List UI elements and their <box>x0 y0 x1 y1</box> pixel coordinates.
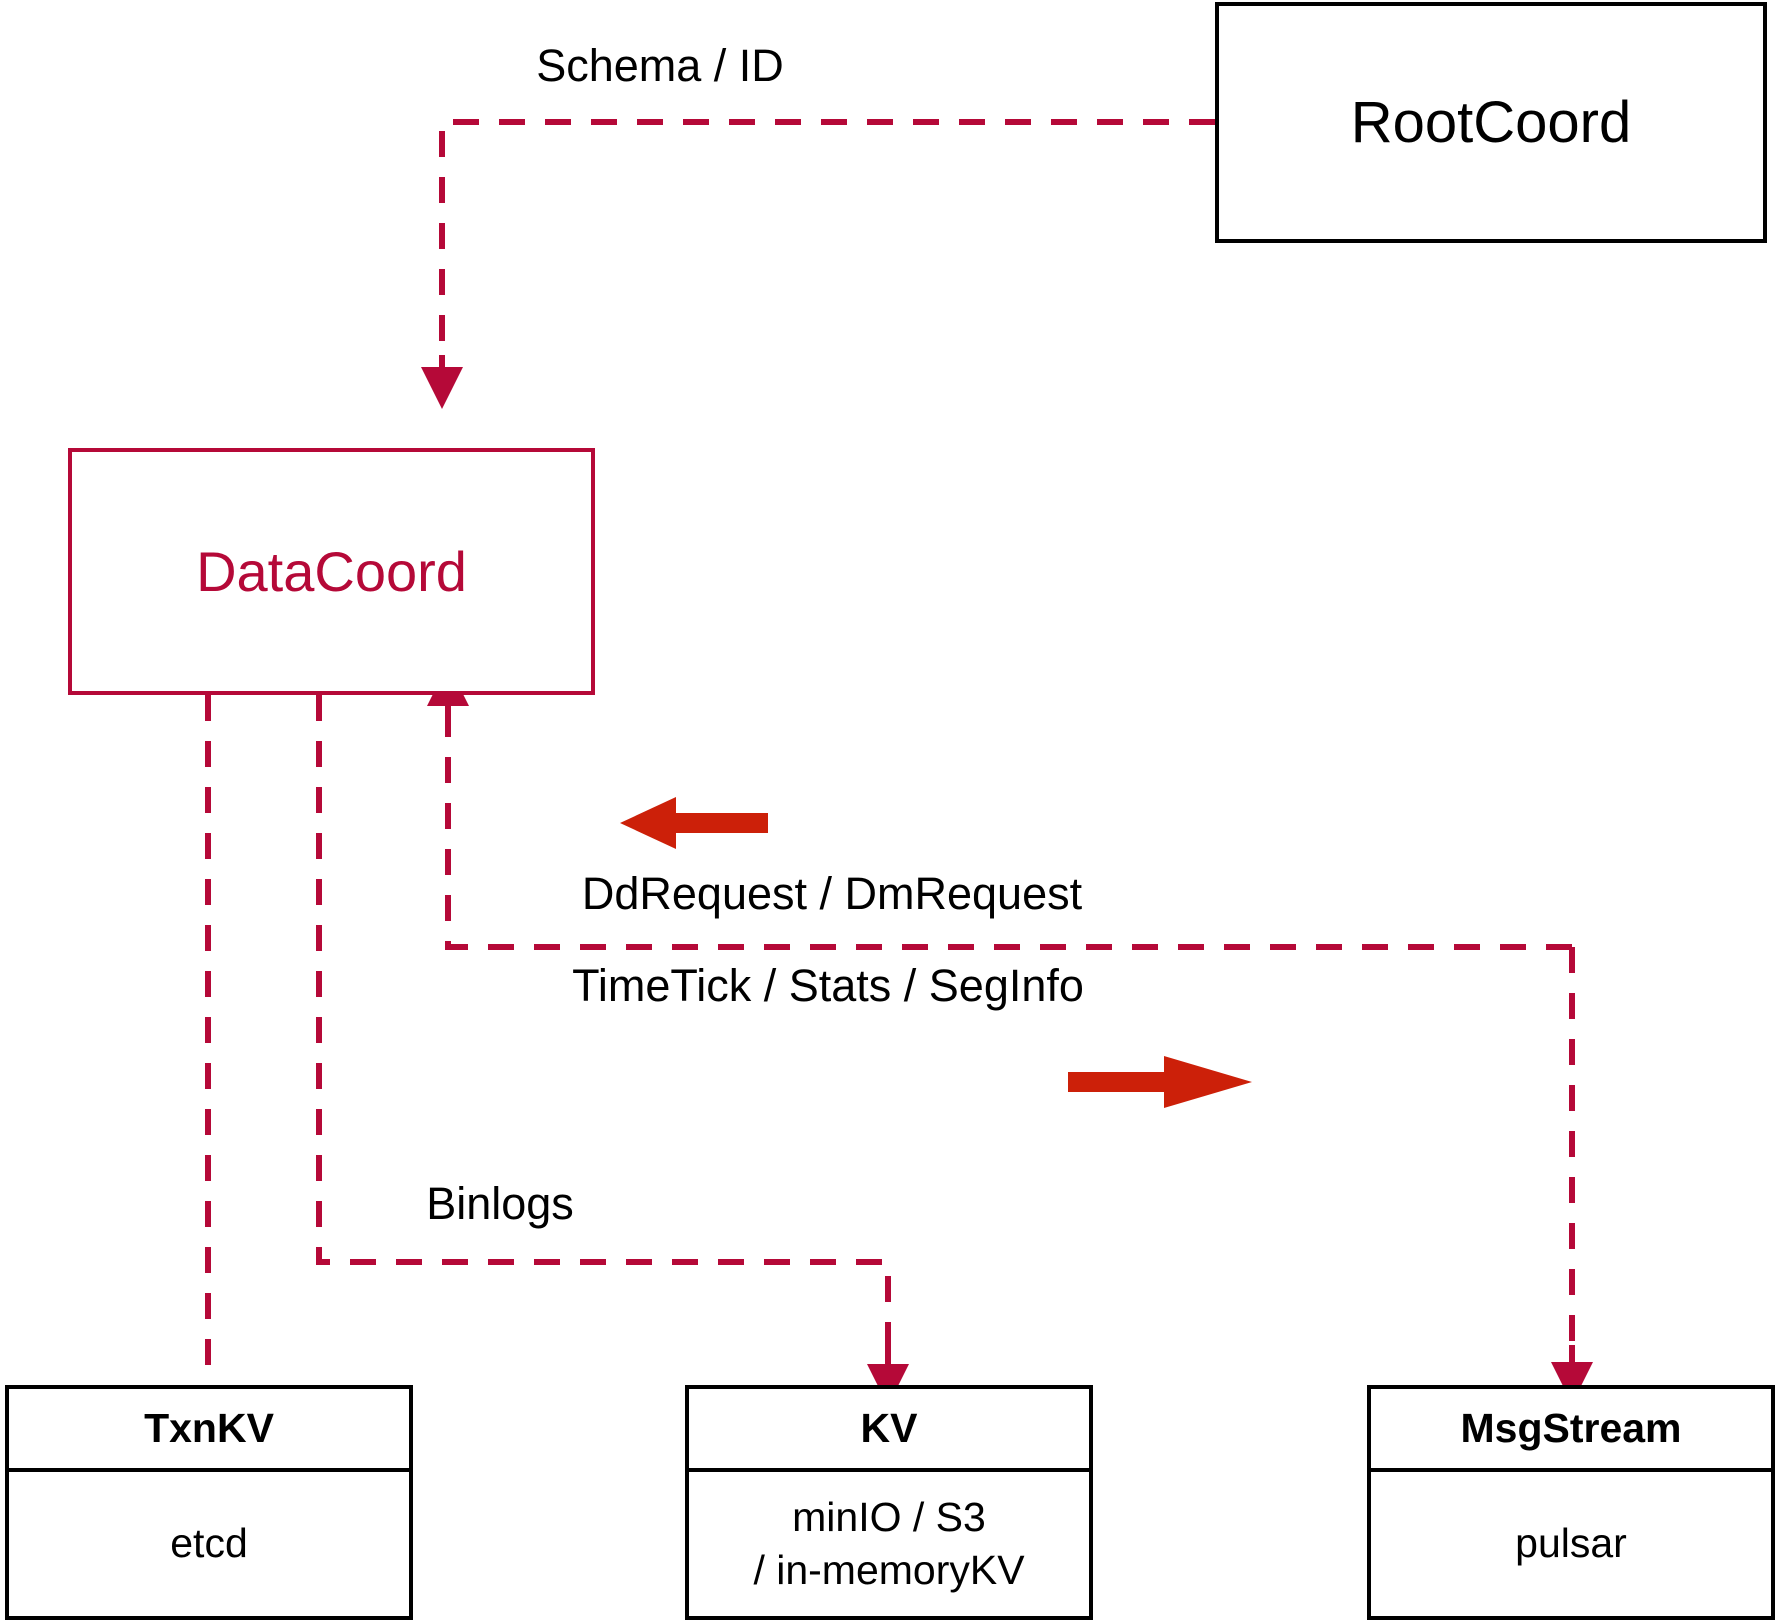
right-direction-arrow-icon <box>1068 1056 1252 1108</box>
edge-schema-id <box>421 119 1215 409</box>
edge-label-schema-id: Schema / ID <box>536 40 784 91</box>
node-txnkv-body: etcd <box>9 1472 409 1616</box>
node-kv-body: minIO / S3 / in-memoryKV <box>689 1472 1089 1616</box>
node-datacoord[interactable]: DataCoord <box>68 448 595 695</box>
node-msgstream-header: MsgStream <box>1371 1389 1771 1472</box>
node-datacoord-label: DataCoord <box>196 540 467 603</box>
edge-label-binlogs: Binlogs <box>426 1178 574 1229</box>
left-direction-arrow-icon <box>620 797 768 849</box>
node-msgstream[interactable]: MsgStream pulsar <box>1367 1385 1775 1620</box>
node-kv[interactable]: KV minIO / S3 / in-memoryKV <box>685 1385 1093 1620</box>
node-msgstream-body-line: pulsar <box>1515 1520 1627 1567</box>
node-kv-body-line-1: minIO / S3 <box>792 1493 986 1540</box>
edge-label-timetick-stats-seginfo: TimeTick / Stats / SegInfo <box>572 960 1084 1011</box>
node-txnkv-header: TxnKV <box>9 1389 409 1472</box>
node-txnkv-body-line: etcd <box>170 1520 248 1567</box>
node-rootcoord[interactable]: RootCoord <box>1215 2 1767 243</box>
node-kv-body-line-2: / in-memoryKV <box>753 1547 1025 1593</box>
edge-label-ddrequest-dmrequest: DdRequest / DmRequest <box>581 868 1083 919</box>
node-kv-header: KV <box>689 1389 1089 1472</box>
node-rootcoord-label: RootCoord <box>1350 90 1632 155</box>
node-msgstream-body: pulsar <box>1371 1472 1771 1616</box>
edge-binlogs <box>316 695 909 1406</box>
node-txnkv[interactable]: TxnKV etcd <box>5 1385 413 1620</box>
